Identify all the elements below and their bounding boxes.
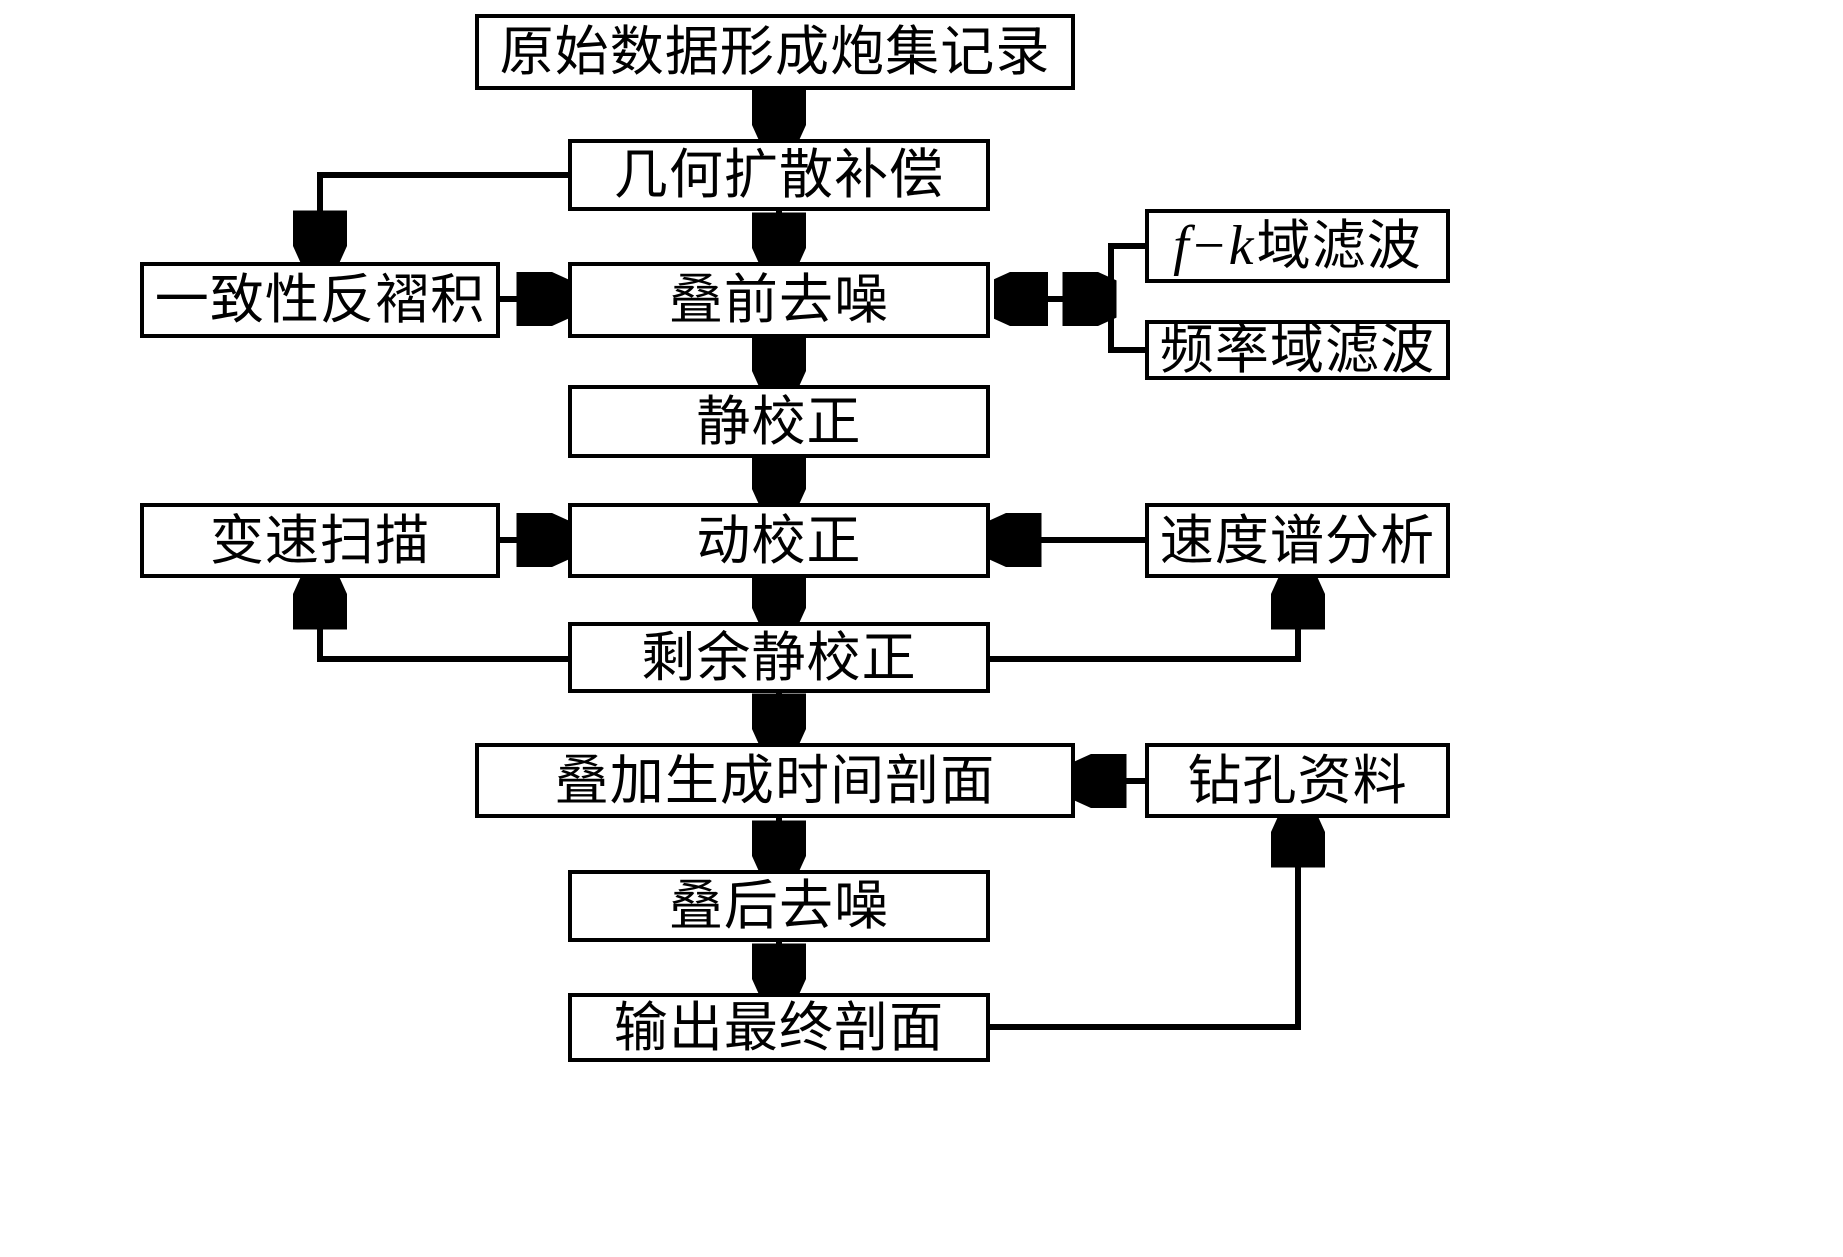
edge-residual-to-velscan bbox=[320, 584, 568, 662]
edge-geocomp-to-deconv bbox=[320, 172, 568, 256]
node-poststack-denoise[interactable]: 叠后去噪 bbox=[568, 870, 990, 942]
node-velocity-spectrum-analysis-label: 速度谱分析 bbox=[1159, 510, 1436, 571]
node-geometric-spreading-compensation-label: 几何扩散补偿 bbox=[613, 145, 945, 205]
node-surface-consistent-deconvolution-label: 一致性反褶积 bbox=[154, 270, 486, 330]
node-stack-time-section[interactable]: 叠加生成时间剖面 bbox=[475, 743, 1075, 818]
node-prestack-denoise-label: 叠前去噪 bbox=[668, 270, 890, 330]
node-geometric-spreading-compensation[interactable]: 几何扩散补偿 bbox=[568, 139, 990, 211]
node-surface-consistent-deconvolution[interactable]: 一致性反褶积 bbox=[140, 262, 500, 338]
node-raw-data[interactable]: 原始数据形成炮集记录 bbox=[475, 14, 1075, 90]
node-borehole-data-label: 钻孔资料 bbox=[1187, 750, 1408, 811]
edge-final-to-borehole bbox=[990, 822, 1298, 1030]
fk-math-symbol: f−k bbox=[1173, 215, 1255, 277]
node-nmo-correction-label: 动校正 bbox=[696, 510, 862, 571]
node-final-section-output-label: 输出最终剖面 bbox=[613, 997, 945, 1058]
node-nmo-correction[interactable]: 动校正 bbox=[568, 503, 990, 578]
node-fk-domain-filter-label: f−k域滤波 bbox=[1173, 218, 1422, 274]
node-static-correction[interactable]: 静校正 bbox=[568, 385, 990, 458]
fk-domain-filter-text: 域滤波 bbox=[1256, 216, 1422, 276]
node-raw-data-label: 原始数据形成炮集记录 bbox=[499, 22, 1051, 82]
node-residual-static-correction[interactable]: 剩余静校正 bbox=[568, 622, 990, 693]
node-prestack-denoise[interactable]: 叠前去噪 bbox=[568, 262, 990, 338]
edge-residual-to-velspec bbox=[990, 584, 1298, 662]
node-borehole-data[interactable]: 钻孔资料 bbox=[1145, 743, 1450, 818]
node-stack-time-section-label: 叠加生成时间剖面 bbox=[554, 750, 996, 811]
node-poststack-denoise-label: 叠后去噪 bbox=[668, 876, 890, 936]
node-fk-domain-filter[interactable]: f−k域滤波 bbox=[1145, 209, 1450, 283]
node-variable-velocity-scan-label: 变速扫描 bbox=[209, 510, 431, 571]
node-frequency-domain-filter-label: 频率域滤波 bbox=[1159, 320, 1436, 380]
node-variable-velocity-scan[interactable]: 变速扫描 bbox=[140, 503, 500, 578]
node-residual-static-correction-label: 剩余静校正 bbox=[641, 627, 917, 688]
node-final-section-output[interactable]: 输出最终剖面 bbox=[568, 993, 990, 1062]
node-velocity-spectrum-analysis[interactable]: 速度谱分析 bbox=[1145, 503, 1450, 578]
edge-filters-bracket bbox=[1108, 243, 1145, 353]
node-frequency-domain-filter[interactable]: 频率域滤波 bbox=[1145, 320, 1450, 380]
node-static-correction-label: 静校正 bbox=[696, 391, 862, 452]
